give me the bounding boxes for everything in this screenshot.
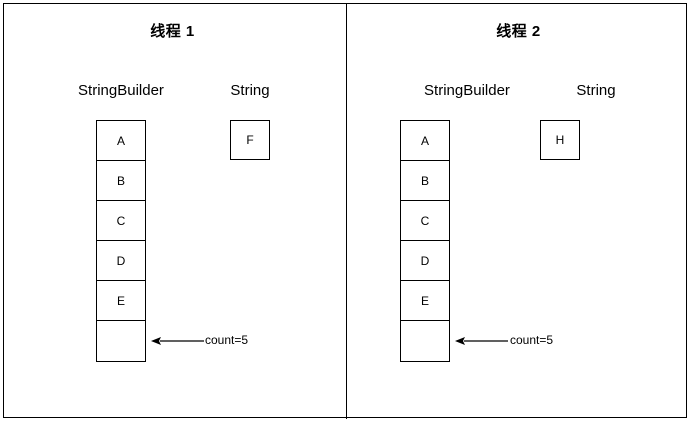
panel-thread-1: 线程 1 StringBuilder String A B C D E F co… xyxy=(0,0,345,422)
stringbuilder-cell: E xyxy=(97,281,145,321)
stringbuilder-cell-empty xyxy=(97,321,145,361)
stringbuilder-cell: A xyxy=(97,121,145,161)
column-header-stringbuilder-thread-1: StringBuilder xyxy=(78,82,164,99)
stringbuilder-cell: B xyxy=(401,161,449,201)
panel-thread-2: 线程 2 StringBuilder String A B C D E H co… xyxy=(346,0,691,422)
count-label-thread-1: count=5 xyxy=(205,333,249,347)
stringbuilder-cell-empty xyxy=(401,321,449,361)
panel-divider xyxy=(346,3,347,419)
stringbuilder-cell: B xyxy=(97,161,145,201)
string-box-thread-2: H xyxy=(540,120,580,160)
stringbuilder-stack-thread-2: A B C D E xyxy=(400,120,450,362)
diagram-outer-border xyxy=(3,3,687,418)
stringbuilder-cell: D xyxy=(97,241,145,281)
panel-title-thread-2: 线程 2 xyxy=(496,23,541,40)
column-header-string-thread-2: String xyxy=(576,82,616,99)
count-arrow-icon-thread-1 xyxy=(150,331,204,351)
column-header-string-thread-1: String xyxy=(230,82,270,99)
count-arrow-icon-thread-2 xyxy=(454,331,508,351)
count-label-thread-2: count=5 xyxy=(510,333,554,347)
stringbuilder-cell: C xyxy=(401,201,449,241)
stringbuilder-cell: A xyxy=(401,121,449,161)
column-header-stringbuilder-thread-2: StringBuilder xyxy=(424,82,510,99)
stringbuilder-cell: E xyxy=(401,281,449,321)
stringbuilder-stack-thread-1: A B C D E xyxy=(96,120,146,362)
stringbuilder-cell: C xyxy=(97,201,145,241)
stringbuilder-cell: D xyxy=(401,241,449,281)
panel-title-thread-1: 线程 1 xyxy=(150,23,195,40)
string-box-thread-1: F xyxy=(230,120,270,160)
